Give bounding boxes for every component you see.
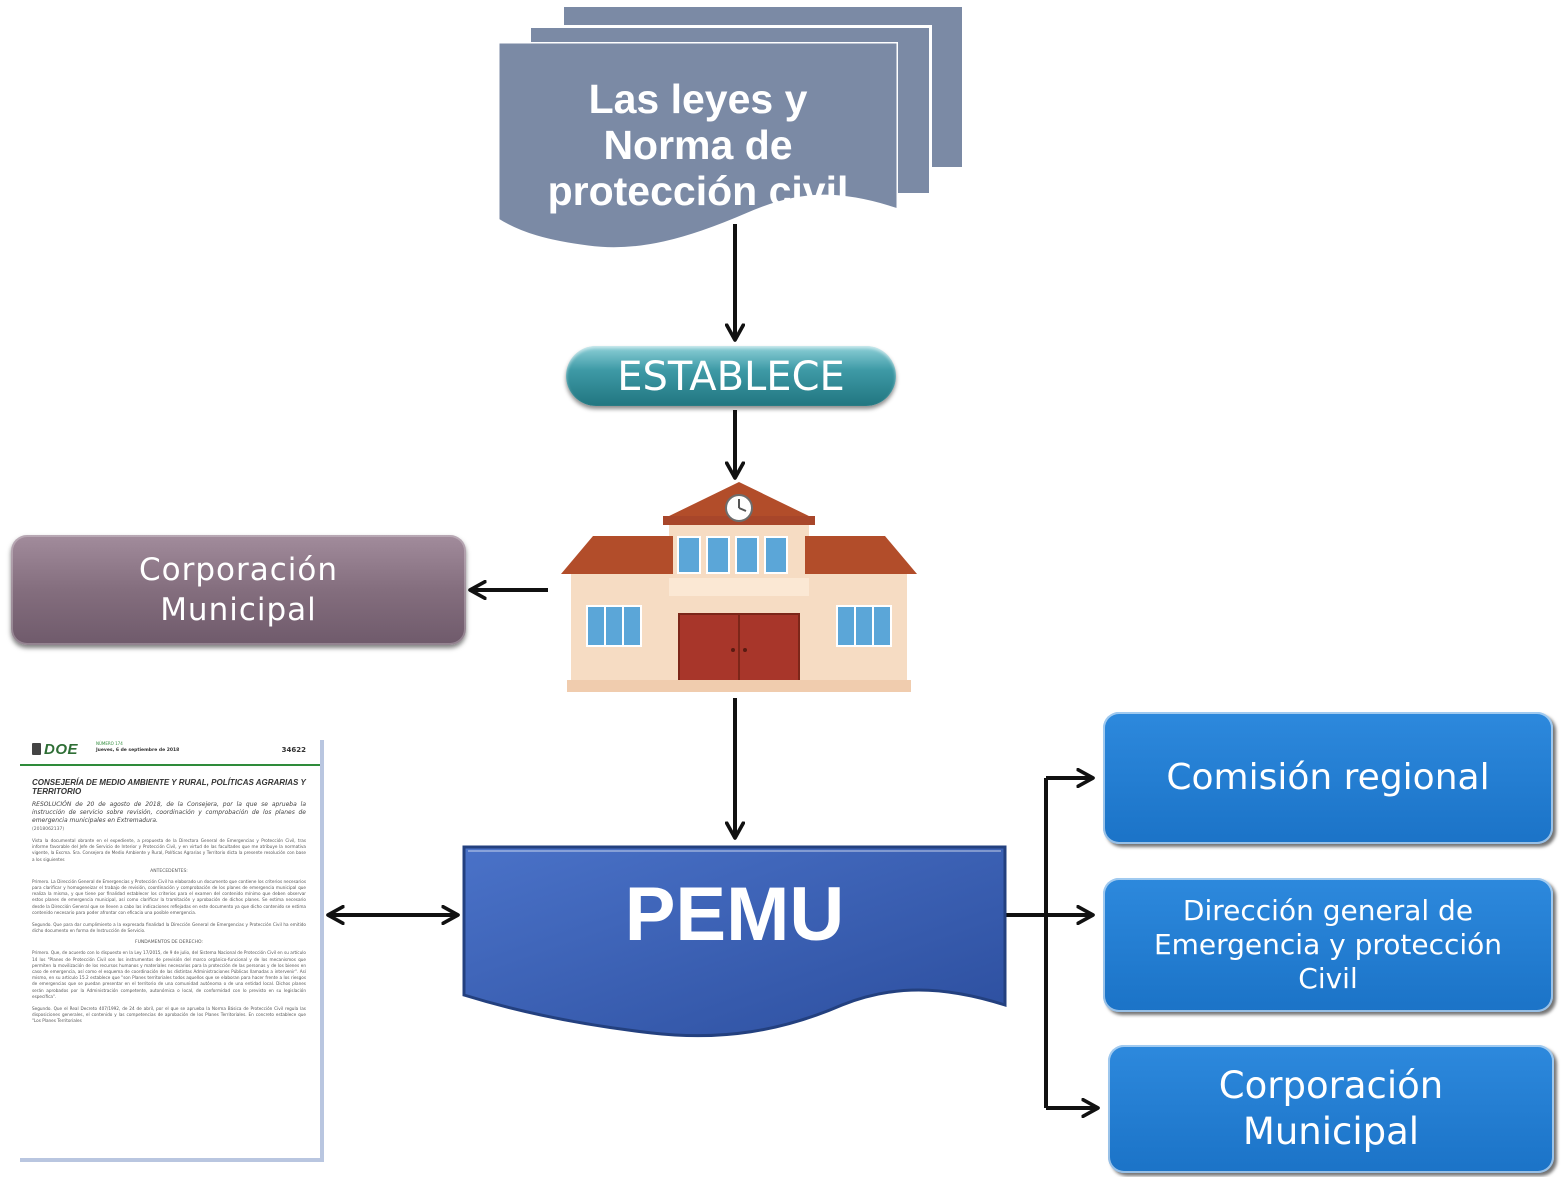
direccion-line: Emergencia y protección xyxy=(1153,928,1503,961)
laws-title-line: Norma de xyxy=(603,122,793,168)
laws-title-line: Las leyes y xyxy=(588,76,808,122)
doe-paragraph: Vista la documental obrante en el expedi… xyxy=(32,838,306,862)
laws-document-stack: Las leyes y Norma de protección civil xyxy=(0,0,1561,300)
corporacion-line: Corporación xyxy=(138,552,338,588)
comision-line: Comisión regional xyxy=(1166,757,1490,798)
doe-reference: (2018062137) xyxy=(32,827,65,832)
corporacion-target-line: Municipal xyxy=(1242,1110,1420,1153)
corporacion-municipal-node: Corporación Municipal xyxy=(11,535,466,645)
doe-masthead: DOE xyxy=(32,741,78,758)
doe-paragraph: Primero. Que, de acuerdo con lo dispuest… xyxy=(32,950,306,999)
doe-document-thumbnail: DOE NÚMERO 174 Jueves, 6 de septiembre d… xyxy=(20,740,324,1162)
direccion-line: Dirección general de xyxy=(1182,894,1474,927)
comision-regional-node: Comisión regional xyxy=(1103,712,1553,844)
establece-node: ESTABLECE xyxy=(566,346,896,406)
doe-paragraph: Segundo. Que para dar cumplimiento a la … xyxy=(32,922,306,934)
pemu-node xyxy=(462,845,1007,1038)
doe-heading: ANTECEDENTES: xyxy=(150,868,188,874)
doe-heading: FUNDAMENTOS DE DERECHO: xyxy=(135,940,203,946)
doe-section-title: CONSEJERÍA DE MEDIO AMBIENTE Y RURAL, PO… xyxy=(32,778,306,796)
laws-document-title: Las leyes y Norma de protección civil xyxy=(498,76,898,214)
document-page-front: Las leyes y Norma de protección civil xyxy=(498,42,898,252)
corporacion-target-line: Corporación xyxy=(1218,1064,1444,1107)
doe-body: CONSEJERÍA DE MEDIO AMBIENTE Y RURAL, PO… xyxy=(20,766,320,1025)
doe-crest-icon xyxy=(32,743,41,755)
corporacion-municipal-target-node: Corporación Municipal xyxy=(1108,1045,1554,1173)
doe-header: DOE NÚMERO 174 Jueves, 6 de septiembre d… xyxy=(20,740,320,766)
town-hall-building-icon xyxy=(561,482,917,692)
doe-page-number: 34622 xyxy=(281,746,306,754)
doe-paragraph: Segundo. Que el Real Decreto 407/1992, d… xyxy=(32,1006,306,1024)
doe-issue: NÚMERO 174 xyxy=(96,741,123,746)
direccion-general-node: Dirección general de Emergencia y protec… xyxy=(1103,878,1553,1012)
corporacion-line: Municipal xyxy=(160,592,317,628)
connector-pemu-trunk xyxy=(1000,778,1048,1108)
doe-resolution: RESOLUCIÓN de 20 de agosto de 2018, de l… xyxy=(32,801,306,824)
document-shape xyxy=(498,42,898,251)
doe-paragraph: Primero. La Dirección General de Emergen… xyxy=(32,878,306,915)
doe-date: Jueves, 6 de septiembre de 2018 xyxy=(96,748,180,753)
pemu-label: PEMU xyxy=(624,872,845,957)
laws-title-line: protección civil xyxy=(547,168,849,214)
direccion-line: Civil xyxy=(1298,962,1358,995)
doe-masthead-text: DOE xyxy=(44,741,79,758)
